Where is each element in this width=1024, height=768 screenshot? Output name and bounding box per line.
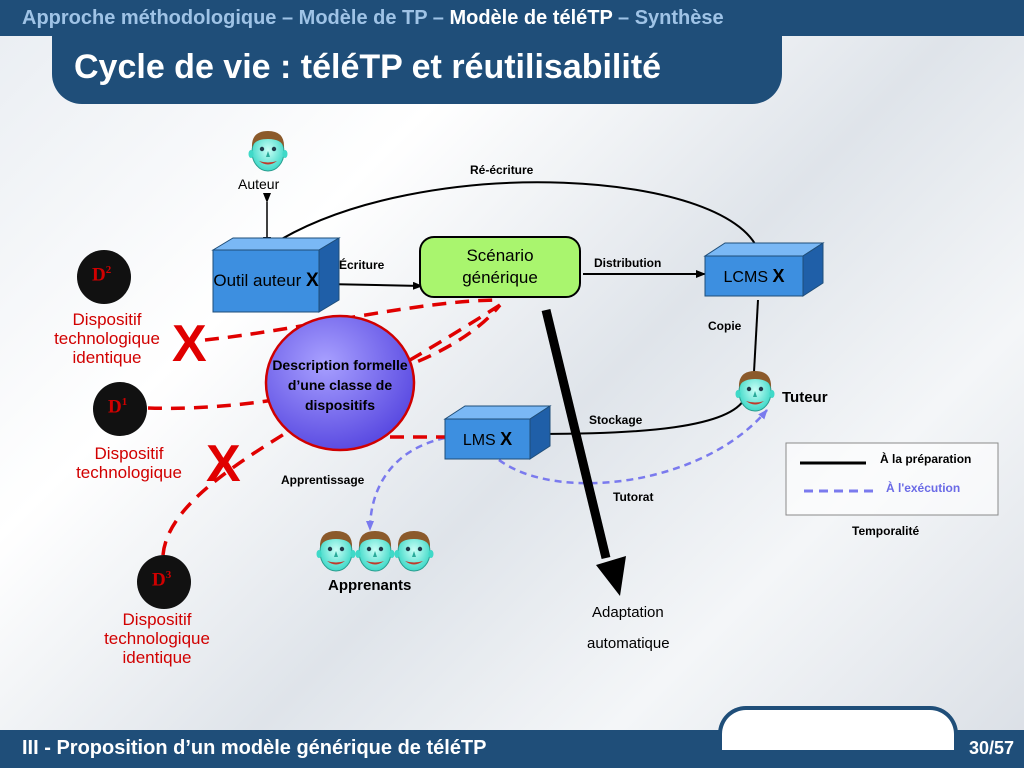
tutor-face-icon bbox=[735, 370, 775, 412]
link-d3 bbox=[161, 303, 501, 556]
lcms-text: LCMS bbox=[723, 268, 768, 286]
big-x-d2: X bbox=[172, 315, 207, 373]
learning-path bbox=[366, 436, 446, 531]
rewrite-label: Ré-écriture bbox=[470, 163, 534, 177]
scenario-label: Scénario générique bbox=[462, 246, 538, 287]
rewrite-arc bbox=[269, 181, 761, 257]
page-number: 30/57 bbox=[968, 738, 1014, 758]
link-d2 bbox=[204, 298, 501, 342]
tutor-label: Tuteur bbox=[782, 389, 828, 406]
device-label-d3: Dispositif technologique identique bbox=[104, 610, 210, 667]
device-label-d2: Dispositif technologique identique bbox=[54, 310, 160, 367]
outil-x-mark: X bbox=[305, 270, 319, 291]
breadcrumb-suffix: – Synthèse bbox=[612, 7, 724, 29]
copy-line bbox=[753, 299, 759, 373]
learner-face-icon bbox=[355, 530, 395, 572]
description-circle bbox=[264, 314, 416, 452]
outil-auteur-label: Outil auteur X bbox=[213, 250, 319, 312]
learner-face-icon bbox=[316, 530, 356, 572]
learner-face-icon bbox=[394, 530, 434, 572]
writing-arrow bbox=[324, 281, 423, 290]
big-x-d1: X bbox=[206, 435, 241, 493]
adaptation-arrow bbox=[541, 308, 611, 560]
breadcrumb-current: Modèle de téléTP bbox=[449, 7, 613, 29]
lms-label: LMS X bbox=[445, 419, 530, 459]
device-badge-d3 bbox=[137, 555, 191, 609]
badge-d3-text: D3 bbox=[152, 569, 172, 591]
page-title: Cycle de vie : téléTP et réutilisabilité bbox=[74, 48, 662, 86]
breadcrumb: Approche méthodologique – Modèle de TP –… bbox=[22, 7, 724, 30]
header-bar bbox=[0, 0, 1024, 36]
badge-d1-text: D1 bbox=[108, 396, 128, 418]
lms-x-mark: X bbox=[500, 428, 513, 449]
writing-label: Écriture bbox=[339, 258, 385, 272]
device-label-d1: Dispositif technologique bbox=[76, 444, 182, 482]
outil-auteur-text: Outil auteur bbox=[213, 271, 302, 290]
learners-label: Apprenants bbox=[328, 577, 412, 594]
scenario-box bbox=[419, 236, 581, 298]
legend-preparation: À la préparation bbox=[880, 452, 972, 466]
device-badge-d2 bbox=[77, 250, 131, 304]
lcms-box bbox=[703, 242, 825, 297]
author-face-icon bbox=[248, 130, 288, 172]
footer-tab bbox=[718, 706, 958, 750]
adaptation-label-1: Adaptation bbox=[592, 604, 664, 621]
learning-label: Apprentissage bbox=[281, 473, 365, 487]
tutoring-path bbox=[489, 409, 768, 485]
legend-caption: Temporalité bbox=[852, 524, 920, 538]
lms-box bbox=[443, 405, 552, 460]
adaptation-label-2: automatique bbox=[587, 635, 670, 652]
description-label: Description formelle d’une classe de dis… bbox=[272, 357, 408, 413]
device-badge-d1 bbox=[93, 382, 147, 436]
tutoring-label: Tutorat bbox=[613, 490, 654, 504]
outil-auteur-box bbox=[211, 237, 341, 313]
lms-text: LMS bbox=[462, 431, 496, 449]
lcms-x-mark: X bbox=[772, 265, 785, 286]
badge-d2-text: D2 bbox=[92, 264, 112, 286]
copy-label: Copie bbox=[708, 319, 742, 333]
legend-execution: À l'exécution bbox=[886, 481, 961, 495]
storage-label: Stockage bbox=[589, 413, 643, 427]
legend-box bbox=[785, 442, 999, 516]
distribution-label: Distribution bbox=[594, 256, 662, 270]
lcms-label: LCMS X bbox=[705, 256, 803, 296]
breadcrumb-prefix: Approche méthodologique – Modèle de TP – bbox=[22, 7, 450, 29]
title-tab: Cycle de vie : téléTP et réutilisabilité bbox=[52, 36, 782, 104]
adaptation-arrowhead bbox=[596, 556, 626, 596]
auteur-label: Auteur bbox=[238, 176, 280, 192]
footer-text: III - Proposition d’un modèle générique … bbox=[22, 737, 487, 759]
